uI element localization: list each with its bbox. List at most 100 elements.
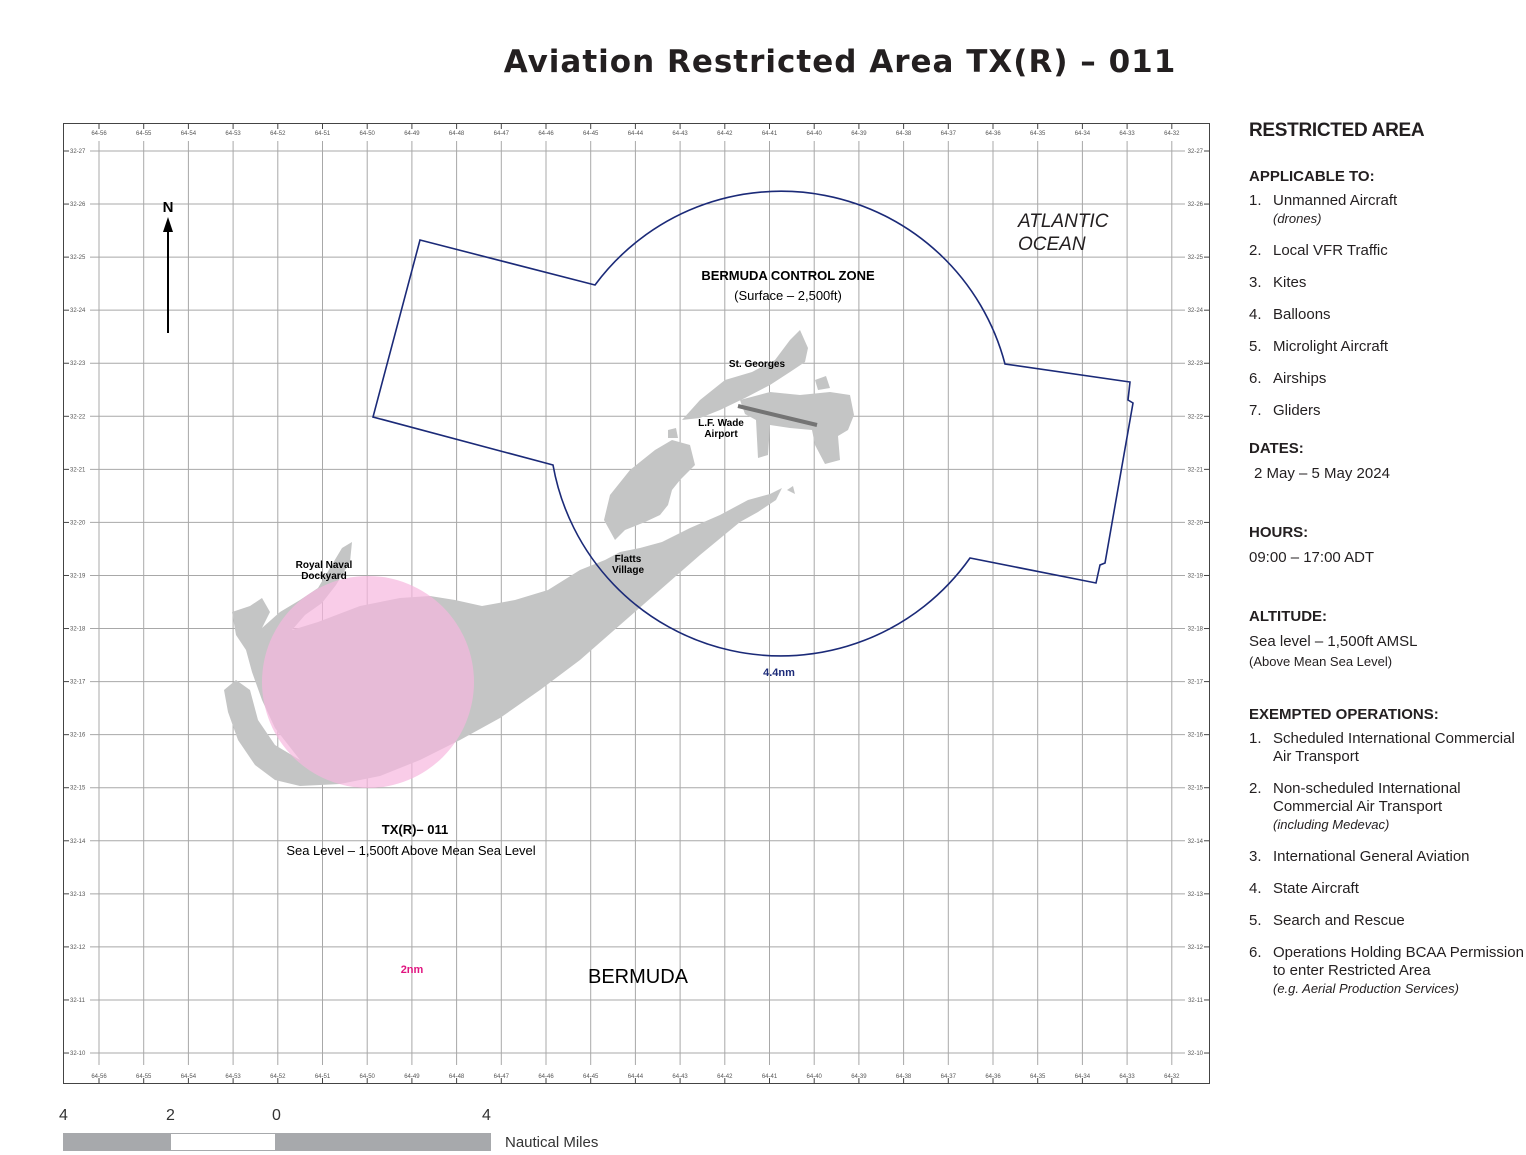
ocean-label-1: ATLANTIC: [1017, 211, 1109, 232]
scale-unit: Nautical Miles: [505, 1134, 599, 1151]
item-body: Search and Rescue: [1273, 912, 1405, 930]
item-number: 2.: [1249, 242, 1262, 259]
altitude-block: Sea level – 1,500ft AMSL (Above Mean Sea…: [1249, 632, 1524, 672]
list-item: 7. Gliders: [1249, 402, 1524, 420]
list-item: 4. State Aircraft: [1249, 880, 1524, 898]
latitude-tick-label: 32-18: [70, 627, 86, 633]
longitude-tick-label: 64-43: [672, 1074, 688, 1080]
item-text: State Aircraft: [1273, 880, 1359, 897]
list-item: 1. Unmanned Aircraft(drones): [1249, 192, 1524, 228]
list-item: 1.Scheduled International Commercial Air…: [1249, 730, 1524, 766]
list-item: 4. Balloons: [1249, 306, 1524, 324]
latitude-tick-label: 32-14: [1188, 839, 1204, 845]
longitude-tick-label: 64-34: [1075, 1074, 1091, 1080]
list-item: 6.Operations Holding BCAA Permission to …: [1249, 944, 1524, 998]
latitude-tick-label: 32-19: [70, 573, 86, 579]
latitude-tick-label: 32-19: [1188, 573, 1204, 579]
country-label: BERMUDA: [588, 966, 689, 988]
altitude-note: (Above Mean Sea Level): [1249, 654, 1393, 669]
latitude-tick-label: 32-21: [70, 467, 86, 473]
item-body: Local VFR Traffic: [1273, 242, 1388, 260]
latitude-tick-label: 32-22: [1188, 414, 1204, 420]
scale-label: 4: [59, 1107, 68, 1124]
longitude-tick-label: 64-56: [91, 1074, 107, 1080]
list-item: 3.International General Aviation: [1249, 848, 1524, 866]
info-panel: RESTRICTED AREA APPLICABLE TO: 1. Unmanne…: [1249, 118, 1524, 1018]
applicable-heading: APPLICABLE TO:: [1249, 168, 1375, 185]
item-text: Operations Holding BCAA Permission to en…: [1273, 944, 1524, 979]
longitude-tick-label: 64-52: [270, 131, 286, 137]
latitude-tick-label: 32-17: [70, 680, 86, 686]
control-zone-name: BERMUDA CONTROL ZONE: [701, 268, 875, 283]
exempted-heading: EXEMPTED OPERATIONS:: [1249, 706, 1439, 723]
longitude-tick-label: 64-50: [360, 131, 376, 137]
latitude-tick-label: 32-12: [70, 945, 86, 951]
longitude-tick-label: 64-38: [896, 1074, 912, 1080]
longitude-tick-label: 64-39: [851, 1074, 867, 1080]
latitude-tick-label: 32-17: [1188, 680, 1204, 686]
latitude-tick-label: 32-10: [1188, 1051, 1204, 1057]
item-text: Scheduled International Commercial Air T…: [1273, 730, 1515, 765]
latitude-tick-label: 32-23: [70, 361, 86, 367]
item-body: Unmanned Aircraft(drones): [1273, 192, 1397, 228]
list-item: 3.Kites: [1249, 274, 1524, 292]
altitude-value: Sea level – 1,500ft AMSL: [1249, 633, 1418, 650]
item-number: 1.: [1249, 192, 1262, 209]
latitude-tick-label: 32-11: [70, 998, 86, 1004]
longitude-tick-label: 64-53: [225, 131, 241, 137]
item-text: Unmanned Aircraft: [1273, 192, 1398, 209]
longitude-tick-label: 64-40: [807, 1074, 823, 1080]
longitude-tick-label: 64-33: [1119, 1074, 1135, 1080]
item-note: (including Medevac): [1273, 817, 1390, 832]
longitude-tick-label: 64-42: [717, 1074, 733, 1080]
latitude-tick-label: 32-27: [1188, 149, 1204, 155]
coordinate-ticks: 64-5664-5664-5564-5564-5464-5464-5364-53…: [64, 124, 1209, 1083]
longitude-tick-label: 64-51: [315, 131, 331, 137]
item-number: 4.: [1249, 306, 1262, 323]
latitude-tick-label: 32-24: [1188, 308, 1204, 314]
panel-heading: RESTRICTED AREA: [1249, 120, 1425, 141]
item-text: Kites: [1273, 274, 1307, 291]
latitude-tick-label: 32-21: [1188, 467, 1204, 473]
list-item: 2. Local VFR Traffic: [1249, 242, 1524, 260]
longitude-tick-label: 64-44: [628, 1074, 644, 1080]
longitude-tick-label: 64-45: [583, 1074, 599, 1080]
latitude-tick-label: 32-25: [1188, 255, 1204, 261]
dockyard-label-2: Dockyard: [301, 571, 347, 582]
airport-label-1: L.F. Wade: [698, 418, 744, 429]
longitude-tick-label: 64-32: [1164, 1074, 1180, 1080]
item-body: Kites: [1273, 274, 1306, 292]
flatts-label-2: Village: [612, 565, 644, 576]
item-text: Balloons: [1273, 306, 1331, 323]
longitude-tick-label: 64-43: [672, 131, 688, 137]
latitude-tick-label: 32-11: [1188, 998, 1204, 1004]
longitude-tick-label: 64-42: [717, 131, 733, 137]
longitude-tick-label: 64-36: [985, 131, 1001, 137]
item-number: 4.: [1249, 880, 1262, 897]
item-body: Airships: [1273, 370, 1326, 388]
restricted-area-limits: Sea Level – 1,500ft Above Mean Sea Level: [286, 843, 535, 858]
longitude-tick-label: 64-53: [225, 1074, 241, 1080]
latitude-tick-label: 32-25: [70, 255, 86, 261]
latitude-tick-label: 32-12: [1188, 945, 1204, 951]
longitude-tick-label: 64-35: [1030, 1074, 1046, 1080]
control-zone-radius: 4.4nm: [763, 667, 795, 679]
ocean-label-2: OCEAN: [1018, 234, 1086, 255]
item-number: 7.: [1249, 402, 1262, 419]
item-body: Gliders: [1273, 402, 1321, 420]
item-text: Gliders: [1273, 402, 1321, 419]
scale-label: 0: [272, 1107, 281, 1124]
item-text: Airships: [1273, 370, 1327, 387]
latitude-tick-label: 32-13: [70, 892, 86, 898]
longitude-tick-label: 64-41: [762, 1074, 778, 1080]
scale-label: 4: [482, 1107, 491, 1124]
longitude-tick-label: 64-47: [494, 1074, 510, 1080]
longitude-tick-label: 64-49: [404, 1074, 420, 1080]
latitude-tick-label: 32-24: [70, 308, 86, 314]
page-title: Aviation Restricted Area TX(R) – 011: [503, 44, 1177, 80]
item-body: Microlight Aircraft: [1273, 338, 1388, 356]
exempted-list: 1.Scheduled International Commercial Air…: [1249, 730, 1524, 998]
map-frame: [63, 123, 1210, 1084]
longitude-tick-label: 64-46: [538, 131, 554, 137]
